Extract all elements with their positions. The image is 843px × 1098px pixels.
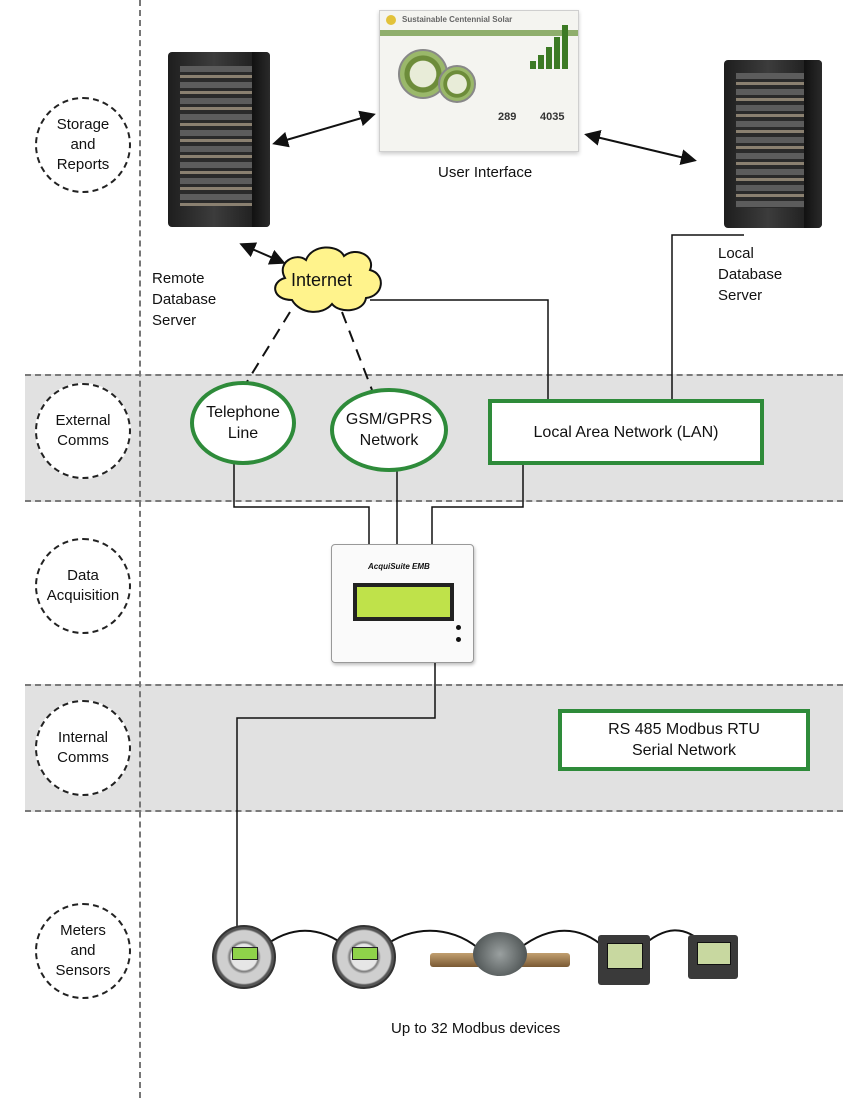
sun-icon <box>386 15 396 25</box>
acquisuite-lcd <box>353 583 454 621</box>
acquisuite-device: AcquiSuite EMB <box>331 544 474 663</box>
dash-internet-gsm <box>341 311 373 391</box>
layer-meters-and-sensors: Meters and Sensors <box>35 903 131 999</box>
layer-divider <box>139 0 141 1098</box>
user-interface-label: User Interface <box>438 164 533 181</box>
devices-caption: Up to 32 Modbus devices <box>391 1020 561 1037</box>
arrow-remote-to-internet <box>239 242 286 265</box>
dash-internet-telephone <box>244 311 291 386</box>
wire-internet-lan <box>370 299 549 400</box>
dashboard-stat-b: 4035 <box>540 111 565 123</box>
dashboard-stat-a: 289 <box>498 111 517 123</box>
user-interface-screenshot: Sustainable Centennial Solar 289 4035 <box>379 10 579 152</box>
layer-internal-comms: Internal Comms <box>35 700 131 796</box>
remote-database-server-label: Remote Database Server <box>152 270 217 329</box>
alarm-led <box>456 637 461 642</box>
telephone-line-node: Telephone Line <box>190 381 296 465</box>
layer-external-comms: External Comms <box>35 383 131 479</box>
rs485-network-node: RS 485 Modbus RTU Serial Network <box>558 709 810 771</box>
wire-telephone-device <box>233 452 370 544</box>
wire-meter-chain <box>261 929 706 949</box>
power-meter-2 <box>688 935 738 979</box>
power-meter-1 <box>598 935 650 985</box>
water-meter-body <box>473 932 527 976</box>
layer-storage-and-reports: Storage and Reports <box>35 97 131 193</box>
acquisuite-brand: AcquiSuite EMB <box>368 562 430 571</box>
gauge-small <box>438 65 476 103</box>
wire-local-server-lan <box>671 234 744 400</box>
gsm-gprs-network-node: GSM/GPRS Network <box>330 388 448 472</box>
local-server-icon <box>724 60 822 228</box>
layer-data-acquisition: Data Acquisition <box>35 538 131 634</box>
wire-lan-device <box>431 463 524 544</box>
wire-device-meters <box>236 661 436 940</box>
electric-meter-2 <box>332 925 396 989</box>
status-led <box>456 625 461 630</box>
dashboard-title: Sustainable Centennial Solar <box>402 15 513 24</box>
remote-server-icon <box>168 52 270 227</box>
internet-label: Internet <box>291 270 353 290</box>
internet-cloud <box>274 246 382 313</box>
arrow-ui-to-local <box>584 129 697 166</box>
arrow-remote-to-ui <box>272 110 376 148</box>
dashboard-tabs <box>380 30 578 36</box>
lan-node: Local Area Network (LAN) <box>488 399 764 465</box>
local-database-server-label: Local Database Server <box>718 245 783 304</box>
electric-meter-1 <box>212 925 276 989</box>
